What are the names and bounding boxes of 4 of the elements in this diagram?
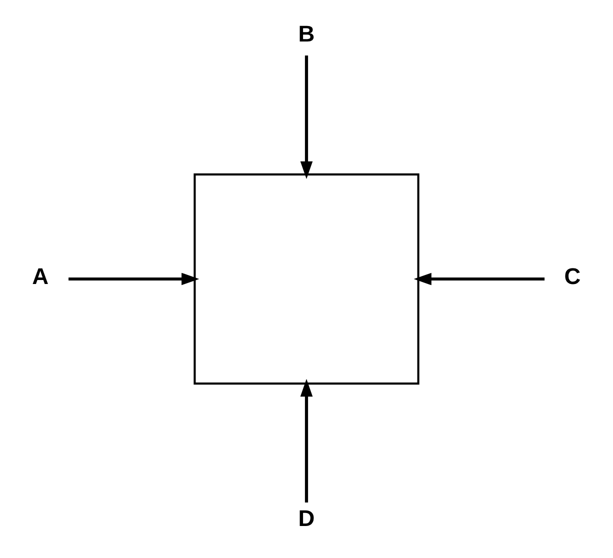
node-text: D <box>298 504 315 531</box>
node-text: B <box>298 20 315 47</box>
node-text: C <box>564 262 581 289</box>
node-text: A <box>32 262 49 289</box>
